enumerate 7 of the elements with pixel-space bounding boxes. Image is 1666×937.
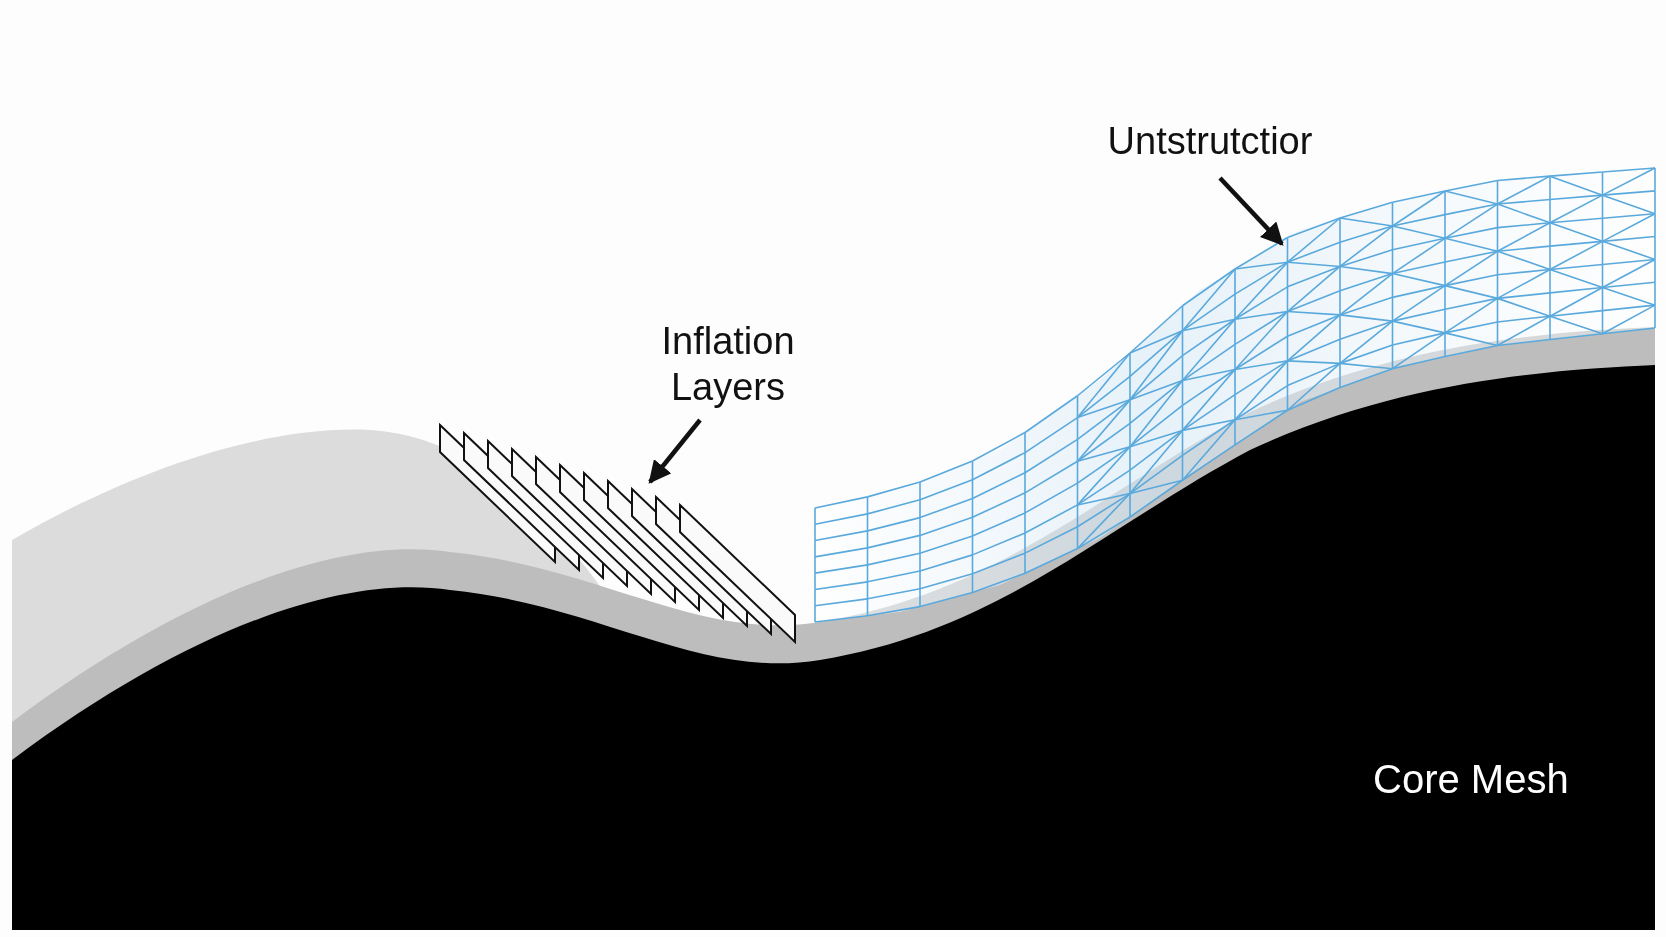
callout-label: Untstrutctior — [1060, 118, 1360, 164]
leader-arrow — [648, 418, 702, 484]
inflation-layers-drawing — [439, 422, 796, 645]
leader-arrow — [1218, 176, 1284, 246]
region-label: Core Mesh — [1373, 757, 1569, 802]
unstructured-mesh-drawing — [814, 167, 1656, 623]
callout-label: Inflation Layers — [648, 318, 808, 410]
